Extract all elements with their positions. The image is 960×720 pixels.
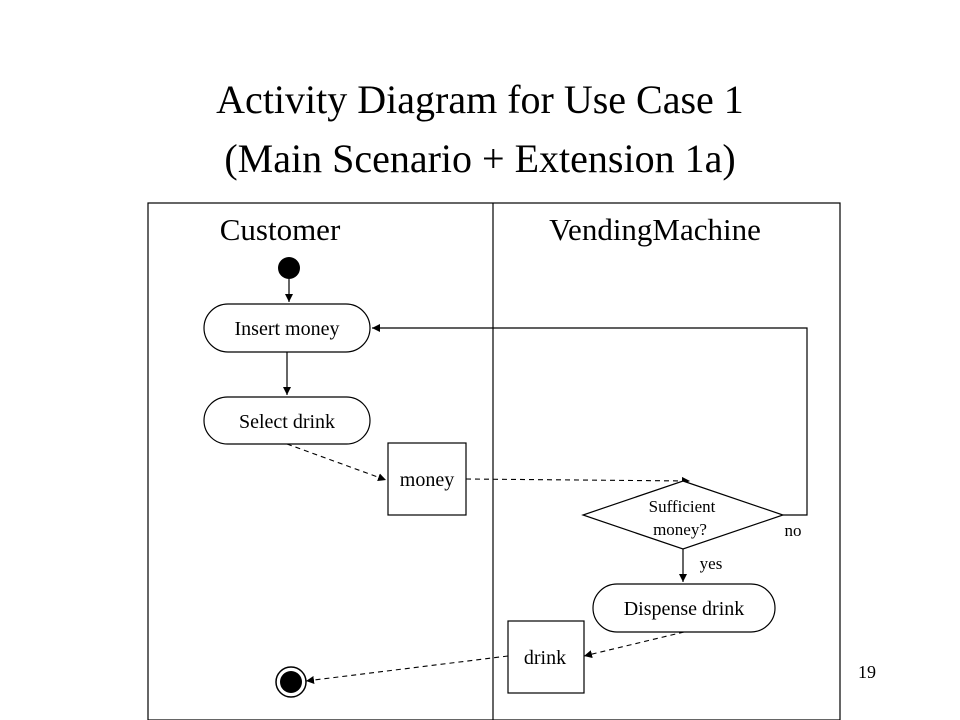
object-flow-drink-to-final xyxy=(305,655,509,684)
object-node-money xyxy=(387,442,467,516)
slide-number: 19 xyxy=(858,662,876,682)
decision-no-label: no xyxy=(785,521,802,540)
decision-yes-label: yes xyxy=(700,554,723,573)
flow-no-to-insert-money xyxy=(372,324,808,516)
swimlane-label-vending-machine: VendingMachine xyxy=(549,212,761,247)
final-node xyxy=(275,666,307,698)
page-title-line-1: Activity Diagram for Use Case 1 xyxy=(216,77,744,122)
action-dispense-drink-label: Dispense drink xyxy=(624,598,745,620)
object-flow-dispense-to-drink xyxy=(583,631,685,659)
action-select-drink-label: Select drink xyxy=(239,411,335,433)
object-node-drink-label: drink xyxy=(524,647,566,669)
object-node-money-label: money xyxy=(400,469,454,491)
swimlane-label-customer: Customer xyxy=(220,212,341,247)
action-insert-money-label: Insert money xyxy=(235,318,340,340)
initial-node xyxy=(278,257,300,279)
decision-label-line-2: money? xyxy=(653,520,707,539)
decision-label-line-1: Sufficient xyxy=(649,497,716,516)
object-flow-money-to-decision xyxy=(465,476,691,485)
object-flow-select-to-money xyxy=(286,443,387,482)
page-title-line-2: (Main Scenario + Extension 1a) xyxy=(224,136,736,181)
swimlane-frame xyxy=(147,202,841,720)
object-node-drink xyxy=(507,620,585,694)
